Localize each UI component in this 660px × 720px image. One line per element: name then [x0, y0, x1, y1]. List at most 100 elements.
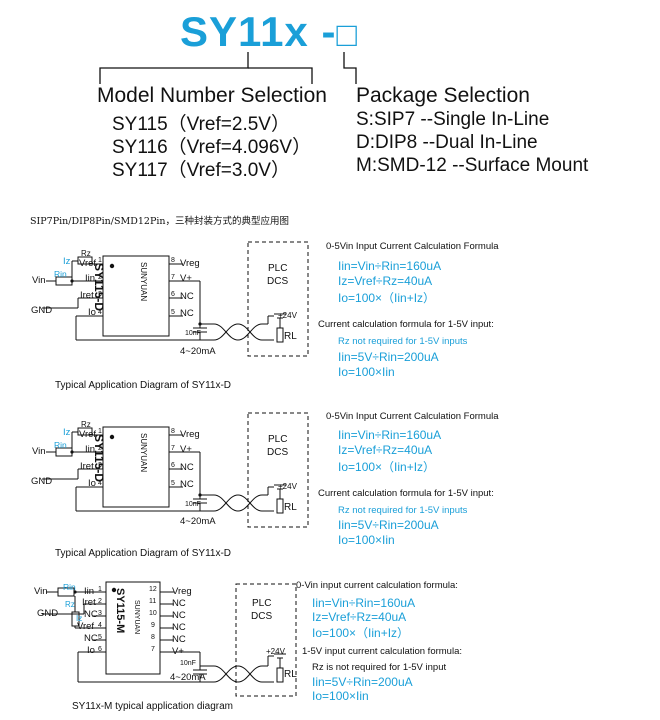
pin-number: 4 [98, 309, 102, 316]
formula1-heading: 0-5Vin Input Current Calculation Formula [326, 411, 499, 422]
plc-label: PLC [268, 434, 288, 445]
formula1-line: Io=100×（Iin+Iz） [338, 291, 436, 305]
pin-iret-label: Iret [82, 597, 96, 608]
pin-number: 9 [151, 622, 155, 629]
subtitle: SIP7Pin/DIP8Pin/SMD12Pin，三种封装方式的典型应用图 [30, 216, 289, 227]
pin-vreg-label: Vreg [172, 586, 192, 597]
rz-label: Rz [65, 600, 75, 609]
pin-nc-label: NC [172, 598, 186, 609]
package-item: S:SIP7 --Single In-Line [356, 109, 550, 130]
pin-number: 4 [98, 622, 102, 629]
loop-current-label: 4~20mA [170, 672, 206, 683]
pin-io-label: Io [88, 478, 96, 489]
pin-number: 1 [98, 257, 102, 264]
pin-number: 3 [98, 610, 102, 617]
pin-vplus-label: V+ [180, 273, 192, 284]
model-code-title: SY11x -□ [180, 8, 358, 56]
gnd-label: GND [31, 476, 53, 487]
pin-nc-label: NC [180, 291, 194, 302]
pin-number: 2 [98, 445, 102, 452]
pin-number: 2 [98, 274, 102, 281]
pin-iin-label: Iin [85, 273, 96, 284]
pin-nc-label: NC [180, 462, 194, 473]
formula1-line: Iin=Vin÷Rin=160uA [338, 259, 442, 273]
loop-current-label: 4~20mA [180, 516, 216, 527]
pin-number: 10 [149, 610, 157, 617]
pin-vplus-label: V+ [180, 444, 192, 455]
pin-vreg-label: Vreg [180, 429, 200, 440]
gnd-label: GND [31, 305, 53, 316]
title-text: SY11x - [180, 8, 337, 55]
pin-iin-label: Iin [85, 444, 96, 455]
pin-number: 5 [171, 309, 175, 316]
pin-number: 6 [98, 646, 102, 653]
pin-number: 3 [98, 462, 102, 469]
gnd-label: GND [37, 608, 59, 619]
pin-vref-label: Vref [77, 621, 95, 632]
supply-24v-label: +24V [278, 311, 297, 320]
formula1-line: Iz=Vref÷Rz=40uA [338, 274, 433, 288]
pin-number: 12 [149, 586, 157, 593]
pin-nc-label: NC [172, 610, 186, 621]
package-placeholder-box: □ [336, 16, 358, 54]
pin-iret-label: Iret [80, 290, 94, 301]
pin-iret-label: Iret [80, 461, 94, 472]
pin-number: 3 [98, 291, 102, 298]
formula2-line: Io=100×Iin [312, 689, 369, 703]
pin-number: 5 [171, 480, 175, 487]
pin-number: 8 [151, 634, 155, 641]
formula2-line: Io=100×Iin [338, 533, 395, 547]
pin-nc-label: NC [172, 634, 186, 645]
formula2-note: Rz is not required for 1-5V input [312, 662, 447, 673]
formula2-heading: Current calculation formula for 1-5V inp… [318, 319, 494, 330]
rl-label: RL [284, 331, 297, 342]
pin-number: 8 [171, 257, 175, 264]
pin-nc-label: NC [84, 609, 98, 620]
rl-label: RL [284, 669, 297, 680]
rin-label: Rin [54, 269, 67, 279]
chip-maker-label: SUNYUAN [139, 433, 148, 473]
formula1-line: Io=100×（Iin+Iz） [338, 460, 436, 474]
dcs-label: DCS [267, 447, 289, 458]
model-selection-heading: Model Number Selection [97, 84, 327, 107]
formula1-heading: 0-5Vin Input Current Calculation Formula [326, 241, 499, 252]
plc-label: PLC [252, 598, 272, 609]
pin-number: 5 [98, 634, 102, 641]
diagram-caption: Typical Application Diagram of SY11x-D [55, 380, 232, 391]
formula1-line: Io=100×（Iin+Iz） [312, 626, 410, 640]
formula1-line: Iz=Vref÷Rz=40uA [338, 443, 433, 457]
formula2-heading: Current calculation formula for 1-5V inp… [318, 488, 494, 499]
iz-label: Iz [63, 427, 71, 438]
pin-io-label: Io [87, 645, 95, 656]
supply-24v-label: +24V [266, 647, 285, 656]
pin-nc-label: NC [180, 479, 194, 490]
vin-label: Vin [32, 275, 46, 286]
package-selection-heading: Package Selection [356, 84, 530, 107]
model-item: SY117（Vref=3.0V） [112, 160, 290, 181]
pin-nc-label: NC [172, 622, 186, 633]
vin-label: Vin [34, 586, 48, 597]
formula2-note: Rz not required for 1-5V inputs [338, 505, 468, 516]
pin-vref-label: Vref [79, 429, 97, 440]
chip-maker-label: SUNYUAN [133, 600, 140, 635]
package-item: D:DIP8 --Dual In-Line [356, 132, 538, 153]
model-item: SY116（Vref=4.096V） [112, 137, 312, 158]
circuit-diagram-dip-2 [42, 412, 309, 528]
vin-label: Vin [32, 446, 46, 457]
pin-number: 1 [98, 586, 102, 593]
formula1-heading: 0-Vin input current calculation formula: [296, 580, 458, 591]
chip-part-label: SY115-D [92, 434, 106, 483]
pin-io-label: Io [88, 307, 96, 318]
chip-part-label: SY115-D [92, 263, 106, 312]
capacitor-label: 10nF [180, 660, 196, 667]
iz-label: Iz [76, 614, 83, 623]
circuit-diagram-dip-1 [42, 241, 309, 357]
pin-number: 4 [98, 480, 102, 487]
formula1-line: Iin=Vin÷Rin=160uA [338, 428, 442, 442]
formula2-heading: 1-5V input current calculation formula: [302, 646, 462, 657]
iz-label: Iz [63, 256, 71, 267]
pin-number: 7 [171, 274, 175, 281]
pin-number: 2 [98, 598, 102, 605]
supply-24v-label: +24V [278, 482, 297, 491]
pin-nc-label: NC [84, 633, 98, 644]
